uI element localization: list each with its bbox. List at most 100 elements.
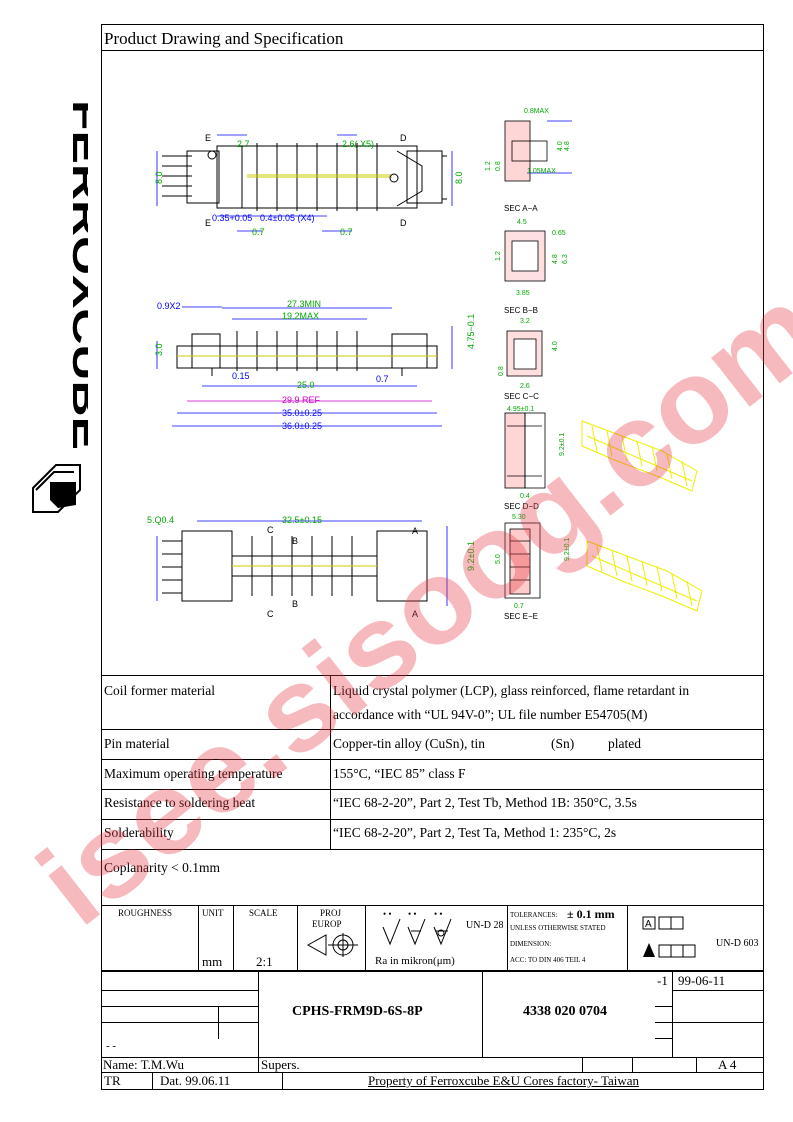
svg-text:4.5: 4.5 xyxy=(517,219,527,226)
ferroxcube-logo: FERROXCUBE xyxy=(18,95,106,535)
svg-text:6.3: 6.3 xyxy=(562,254,569,264)
svg-text:SEC A−A: SEC A−A xyxy=(504,204,538,213)
spec-label-solder-heat: Resistance to soldering heat xyxy=(104,795,256,810)
svg-text:1.05MAX: 1.05MAX xyxy=(527,168,556,175)
spec-value-pin: Copper-tin alloy (CuSn), tin xyxy=(333,736,485,751)
ra-label: Ra in mikron(μm) xyxy=(375,955,455,967)
coplanarity-note: Coplanarity < 0.1mm xyxy=(104,860,220,875)
svg-text:8.0: 8.0 xyxy=(154,171,164,184)
svg-text:SEC E−E: SEC E−E xyxy=(504,612,538,621)
svg-text:B: B xyxy=(292,536,298,546)
part-number: 4338 020 0704 xyxy=(523,1004,607,1019)
svg-text:0.9X2: 0.9X2 xyxy=(157,301,181,311)
svg-text:E: E xyxy=(205,133,211,143)
page-title: Product Drawing and Specification xyxy=(104,29,344,48)
drawn-by: Name: T.M.Wu xyxy=(103,1057,184,1072)
tolerances-label: TOLERANCES: xyxy=(510,911,558,919)
svg-text:4.8: 4.8 xyxy=(552,254,559,264)
isometric-view-2 xyxy=(586,540,703,612)
svg-text:5.30: 5.30 xyxy=(512,514,526,521)
svg-text:0.7: 0.7 xyxy=(252,227,265,237)
spec-value-pin-c: plated xyxy=(608,736,641,751)
scale-label: SCALE xyxy=(249,908,278,918)
svg-text:D: D xyxy=(400,218,407,228)
roughness-label: ROUGHNESS xyxy=(118,908,173,918)
unit-label: UNIT xyxy=(202,908,224,918)
svg-text:SEC C−C: SEC C−C xyxy=(504,392,539,401)
svg-text:0.8MAX: 0.8MAX xyxy=(524,108,549,115)
spec-label-solderability: Solderability xyxy=(104,825,174,840)
svg-text:E: E xyxy=(205,218,211,228)
technical-drawing: 2.7 2.6( X5) 0.35+0.05 0.4±0.05 (X4) 0.7… xyxy=(102,51,763,675)
svg-text:0.15: 0.15 xyxy=(232,371,250,381)
section-aa xyxy=(504,120,572,182)
spec-label-pin: Pin material xyxy=(104,736,170,751)
svg-text:0.35+0.05: 0.35+0.05 xyxy=(212,213,252,223)
section-cc xyxy=(506,330,543,377)
svg-text:SEC D−D: SEC D−D xyxy=(504,502,539,511)
svg-text:• •: • • xyxy=(383,909,392,919)
revision: -1 xyxy=(657,973,668,988)
logo-text: FERROXCUBE xyxy=(65,100,88,450)
svg-text:0.7: 0.7 xyxy=(340,227,353,237)
svg-text:19.2MAX: 19.2MAX xyxy=(282,311,319,321)
bottom-view xyxy=(162,530,428,602)
und28-label: UN-D 28 xyxy=(466,920,504,931)
date-label: Dat. 99.06.11 xyxy=(160,1073,231,1088)
svg-text:2.7: 2.7 xyxy=(237,139,250,149)
svg-text:0.4: 0.4 xyxy=(520,493,530,500)
unit-value: mm xyxy=(202,954,223,969)
svg-text:0.7: 0.7 xyxy=(514,603,524,610)
isometric-view-1 xyxy=(581,420,698,492)
surface-finish-icon: • •• •• • xyxy=(378,909,458,954)
svg-text:4.0: 4.0 xyxy=(557,141,564,151)
svg-text:A: A xyxy=(645,919,652,930)
svg-text:3.85: 3.85 xyxy=(516,290,530,297)
drawing-frame xyxy=(101,24,764,1090)
svg-text:5.0: 5.0 xyxy=(495,554,502,564)
proj-label-2: EUROP xyxy=(312,919,342,929)
paper-size: A 4 xyxy=(718,1057,737,1072)
top-view xyxy=(162,143,447,211)
svg-text:0.4±0.05 (X4): 0.4±0.05 (X4) xyxy=(260,213,314,223)
svg-text:4.8: 4.8 xyxy=(564,141,571,151)
svg-text:A: A xyxy=(412,526,418,536)
proj-label: PROJ xyxy=(320,908,342,918)
tr-label: TR xyxy=(104,1073,121,1088)
svg-text:4.95±0.1: 4.95±0.1 xyxy=(507,406,534,413)
svg-text:• •: • • xyxy=(434,909,443,919)
spec-value-pin-b: (Sn) xyxy=(551,736,575,751)
und603-label: UN-D 603 xyxy=(716,938,759,949)
svg-text:9.2±0.1: 9.2±0.1 xyxy=(559,433,566,456)
svg-text:A: A xyxy=(412,609,418,619)
dash-marks: - - xyxy=(106,1040,117,1052)
svg-text:5.Q0.4: 5.Q0.4 xyxy=(147,515,174,525)
scale-value: 2:1 xyxy=(256,954,273,969)
spec-label-material: Coil former material xyxy=(104,683,215,698)
part-name: CPHS-FRM9D-6S-8P xyxy=(292,1004,423,1019)
tolerances-note: UNLESS OTHERWISE STATED xyxy=(510,924,606,932)
svg-text:27.3MIN: 27.3MIN xyxy=(287,299,321,309)
spec-value-material-2: accordance with “UL 94V-0”; UL file numb… xyxy=(333,707,648,722)
revision-date: 99-06-11 xyxy=(678,973,726,988)
svg-text:25.0: 25.0 xyxy=(297,380,315,390)
spec-value-solder-heat: “IEC 68-2-20”, Part 2, Test Tb, Method 1… xyxy=(333,795,637,810)
svg-text:9.2±0.1: 9.2±0.1 xyxy=(466,541,476,571)
svg-text:0.65: 0.65 xyxy=(552,230,566,237)
svg-text:32.5±0.15: 32.5±0.15 xyxy=(282,515,322,525)
svg-text:0.8: 0.8 xyxy=(498,366,505,376)
svg-text:B: B xyxy=(292,599,298,609)
datum-box-icon: A xyxy=(641,915,701,970)
spec-value-temp: 155°C, “IEC 85” class F xyxy=(333,766,466,781)
svg-text:36.0±0.25: 36.0±0.25 xyxy=(282,421,322,431)
logo-mark-icon xyxy=(32,464,81,513)
spec-value-solderability: “IEC 68-2-20”, Part 2, Test Ta, Method 1… xyxy=(333,825,617,840)
tolerances-value: ± 0.1 mm xyxy=(567,907,615,921)
supers-label: Supers. xyxy=(261,1057,300,1072)
section-dd xyxy=(504,412,546,489)
dimension-label: DIMENSION: xyxy=(510,940,552,948)
svg-text:35.0±0.25: 35.0±0.25 xyxy=(282,408,322,418)
svg-text:3.0: 3.0 xyxy=(154,343,164,356)
svg-text:4.0: 4.0 xyxy=(552,341,559,351)
side-view xyxy=(176,331,438,376)
